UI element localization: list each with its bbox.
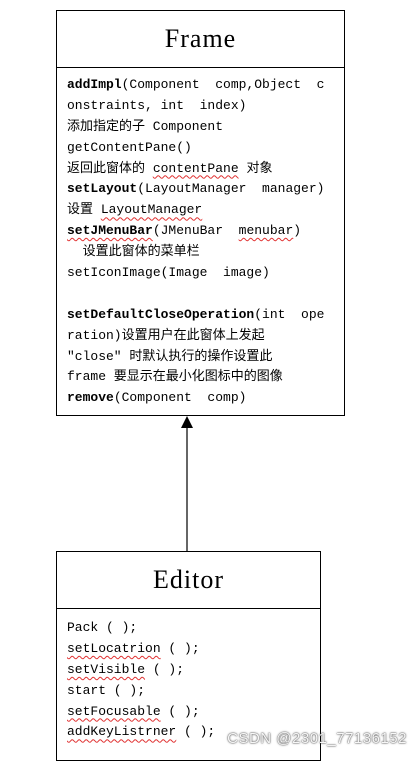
member-text: ( ); (145, 661, 185, 677)
member-line: getContentPane() (67, 138, 334, 159)
member-line: setLayout(LayoutManager manager) (67, 179, 334, 200)
member-line: 设置此窗体的菜单栏 (67, 242, 334, 263)
editor-class-members: Pack ( );setLocatrion ( );setVisible ( )… (57, 609, 320, 743)
frame-class-title: Frame (57, 11, 344, 68)
member-line: setJMenuBar(JMenuBar menubar) (67, 221, 334, 242)
editor-class-title: Editor (57, 552, 320, 609)
member-text: "close" 时默认执行的操作设置此 (67, 348, 273, 364)
member-line: addKeyListrner ( ); (67, 722, 310, 743)
member-text: onstraints, int index) (67, 97, 247, 113)
member-line: remove(Component comp) (67, 388, 334, 409)
member-text: ( ); (176, 724, 216, 740)
member-text: setLayout (67, 181, 138, 197)
member-line: 返回此窗体的 contentPane 对象 (67, 159, 334, 180)
watermark: CSDN @2301_77136152 (227, 730, 407, 747)
member-text: setVisible (67, 661, 146, 677)
member-line: setIconImage(Image image) (67, 263, 334, 284)
member-text: 设置 (67, 202, 101, 218)
member-text: ( ); (160, 640, 200, 656)
member-line: setFocusable ( ); (67, 702, 310, 723)
member-line: frame 要显示在最小化图标中的图像 (67, 367, 334, 388)
member-line: setLocatrion ( ); (67, 639, 310, 660)
member-text: start ( ); (67, 682, 146, 698)
member-text: 添加指定的子 Component (67, 118, 224, 134)
member-text: 设置此窗体的菜单栏 (67, 244, 200, 260)
member-text: frame 要显示在最小化图标中的图像 (67, 369, 283, 385)
member-text: (JMenuBar (152, 223, 239, 239)
member-text: (Component comp) (113, 390, 247, 406)
member-line: start ( ); (67, 681, 310, 702)
member-text: (Component comp,Object c (121, 77, 325, 92)
member-line: onstraints, int index) (67, 96, 334, 117)
member-line: setDefaultCloseOperation(int ope (67, 305, 334, 326)
member-text: LayoutManager (100, 202, 203, 218)
member-line: 设置 LayoutManager (67, 200, 334, 221)
member-line: Pack ( ); (67, 618, 310, 639)
member-text: setIconImage(Image image) (67, 265, 270, 281)
member-text: (int ope (254, 306, 325, 322)
member-text: addImpl (67, 77, 122, 92)
member-text: setJMenuBar (67, 223, 153, 239)
member-text: setDefaultCloseOperation (67, 306, 255, 322)
member-line: 添加指定的子 Component (67, 117, 334, 138)
member-text: Pack ( ); (67, 620, 138, 635)
member-text: (LayoutManager manager) (137, 181, 325, 197)
editor-class-box: Editor Pack ( );setLocatrion ( );setVisi… (56, 551, 321, 761)
member-text: 返回此窗体的 (67, 160, 153, 176)
arrow-head (181, 416, 193, 428)
member-text: contentPane (152, 160, 239, 176)
member-line: "close" 时默认执行的操作设置此 (67, 347, 334, 368)
member-text: setLocatrion (67, 640, 161, 656)
member-text: menubar (238, 223, 294, 239)
member-text: 对象 (238, 160, 273, 176)
member-line: addImpl(Component comp,Object c (67, 75, 334, 96)
member-text: ) (293, 223, 302, 239)
member-text: addKeyListrner (67, 724, 177, 740)
member-line: ration)设置用户在此窗体上发起 (67, 326, 334, 347)
member-text: getContentPane() (67, 139, 192, 155)
member-text: remove (67, 390, 114, 406)
member-line: setVisible ( ); (67, 660, 310, 681)
member-text: ration)设置用户在此窗体上发起 (67, 327, 265, 343)
member-text: setFocusable (67, 703, 161, 719)
member-text: ( ); (160, 703, 200, 719)
